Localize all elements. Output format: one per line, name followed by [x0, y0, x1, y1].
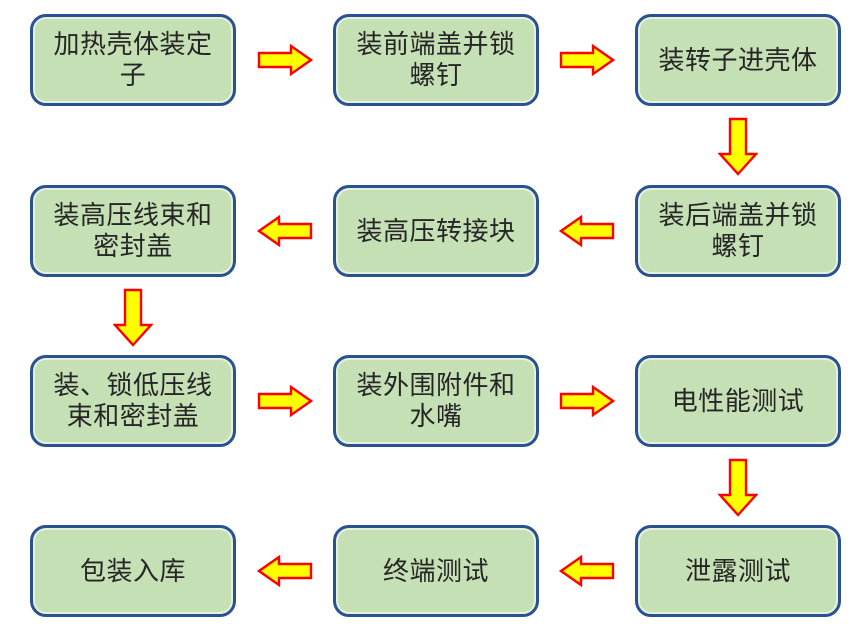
flow-node-label: 装转子进壳体: [658, 44, 818, 75]
flow-node: 加热壳体装定 子: [30, 14, 236, 106]
flow-node-label: 装高压转接块: [356, 215, 516, 246]
flow-node-label: 装后端盖并锁 螺钉: [658, 200, 818, 261]
flow-node-label: 包装入库: [79, 555, 186, 586]
flow-node: 装、锁低压线 束和密封盖: [30, 355, 236, 447]
arrow-left-icon: [257, 555, 313, 587]
flow-node: 装高压线束和 密封盖: [30, 185, 236, 277]
flow-node: 装外围附件和 水嘴: [333, 355, 539, 447]
arrow-left-icon: [559, 215, 615, 247]
arrow-left-icon: [257, 215, 313, 247]
flow-node-label: 泄露测试: [684, 555, 791, 586]
arrow-right-icon: [559, 385, 615, 417]
flow-node: 装后端盖并锁 螺钉: [635, 185, 841, 277]
flow-node: 电性能测试: [635, 355, 841, 447]
flow-node-label: 装前端盖并锁 螺钉: [356, 29, 516, 90]
flow-node: 终端测试: [333, 525, 539, 617]
flow-node-label: 加热壳体装定 子: [53, 29, 213, 90]
flow-node: 装高压转接块: [333, 185, 539, 277]
flow-node-label: 装高压线束和 密封盖: [53, 200, 213, 261]
arrow-down-icon: [718, 117, 758, 176]
arrow-right-icon: [257, 385, 313, 417]
flow-node: 包装入库: [30, 525, 236, 617]
flow-node: 装前端盖并锁 螺钉: [333, 14, 539, 106]
arrow-down-icon: [113, 288, 153, 347]
flow-node: 装转子进壳体: [635, 14, 841, 106]
flow-node-label: 装、锁低压线 束和密封盖: [53, 370, 213, 431]
flow-node: 泄露测试: [635, 525, 841, 617]
flow-node-label: 装外围附件和 水嘴: [356, 370, 516, 431]
arrow-down-icon: [718, 458, 758, 517]
arrow-right-icon: [257, 44, 313, 76]
arrow-right-icon: [559, 44, 615, 76]
flow-node-label: 终端测试: [382, 555, 489, 586]
flow-node-label: 电性能测试: [671, 385, 805, 416]
arrow-left-icon: [559, 555, 615, 587]
